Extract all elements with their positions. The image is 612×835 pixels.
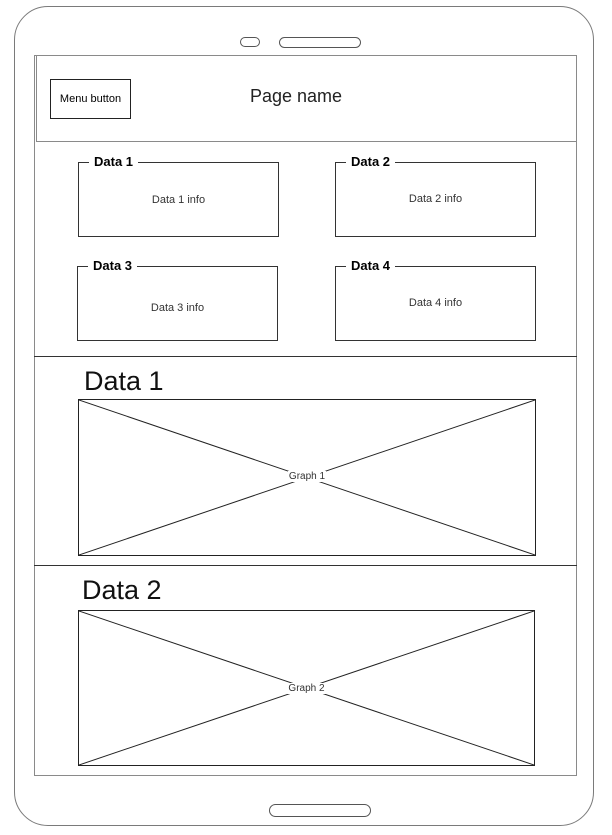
menu-button[interactable]: Menu button xyxy=(50,79,131,119)
graph-label: Graph 2 xyxy=(79,683,534,695)
section-divider xyxy=(34,356,577,357)
data-card-1: Data 1 Data 1 info xyxy=(78,154,279,237)
card-info: Data 1 info xyxy=(151,194,206,206)
page-title: Page name xyxy=(249,86,343,106)
graph-label-text: Graph 1 xyxy=(287,471,327,482)
camera-icon xyxy=(240,37,260,47)
card-info: Data 3 info xyxy=(150,302,205,314)
card-title: Data 3 xyxy=(88,258,138,274)
graph-2-placeholder: Graph 2 xyxy=(78,610,535,766)
graph-1-placeholder: Graph 1 xyxy=(78,399,536,556)
section-title-2: Data 2 xyxy=(82,575,162,605)
section-divider xyxy=(34,565,577,566)
card-title: Data 1 xyxy=(89,154,139,170)
card-info: Data 2 info xyxy=(408,193,463,205)
graph-label: Graph 1 xyxy=(79,471,535,483)
card-title: Data 4 xyxy=(346,258,396,274)
card-title: Data 2 xyxy=(346,154,396,170)
data-card-2: Data 2 Data 2 info xyxy=(335,154,536,237)
data-card-3: Data 3 Data 3 info xyxy=(77,258,278,341)
home-button[interactable] xyxy=(269,804,371,817)
graph-label-text: Graph 2 xyxy=(287,683,326,694)
data-card-4: Data 4 Data 4 info xyxy=(335,258,536,341)
speaker-icon xyxy=(279,37,361,48)
section-title-1: Data 1 xyxy=(84,366,164,396)
card-info: Data 4 info xyxy=(408,297,463,309)
